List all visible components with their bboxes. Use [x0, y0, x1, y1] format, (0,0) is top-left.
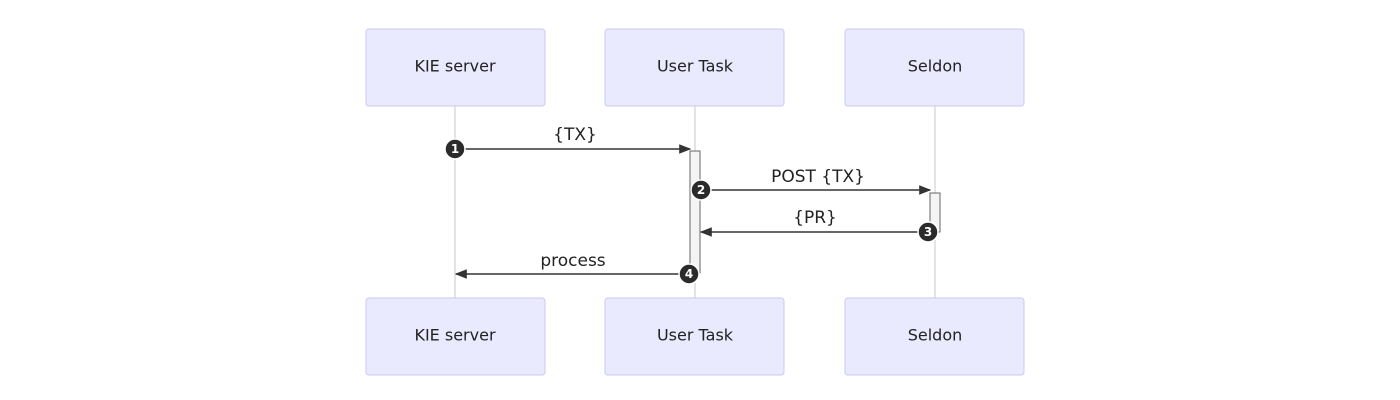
message-4: process 4: [454, 251, 700, 285]
sequence-number-badge: [444, 138, 466, 160]
sequence-number-badge: [917, 221, 939, 243]
sequence-number: 2: [697, 183, 705, 197]
activation-user-task: [689, 150, 701, 274]
actor-label: Seldon: [908, 326, 963, 345]
actor-label: Seldon: [908, 57, 963, 76]
actor-kie-server-bottom[interactable]: KIE server: [365, 297, 546, 376]
message-label: {TX}: [553, 125, 597, 145]
actor-label: KIE server: [414, 57, 495, 76]
actor-user-task-top[interactable]: User Task: [604, 28, 785, 107]
sequence-number-badge: [690, 179, 712, 201]
actor-kie-server-top[interactable]: KIE server: [365, 28, 546, 107]
message-2: POST {TX} 2: [690, 167, 932, 201]
sequence-number: 3: [924, 225, 932, 239]
message-3: {PR} 3: [699, 208, 939, 243]
message-label: POST {TX}: [771, 167, 865, 187]
message-1: {TX} 1: [444, 125, 692, 160]
actor-seldon-top[interactable]: Seldon: [844, 28, 1025, 107]
actor-user-task-bottom[interactable]: User Task: [604, 297, 785, 376]
sequence-number: 1: [451, 142, 459, 156]
message-label: {PR}: [793, 208, 837, 228]
sequence-number: 4: [685, 267, 693, 281]
actor-label: KIE server: [414, 326, 495, 345]
actor-label: User Task: [657, 326, 734, 345]
message-label: process: [540, 251, 605, 271]
actor-seldon-bottom[interactable]: Seldon: [844, 297, 1025, 376]
sequence-number-badge: [678, 263, 700, 285]
actor-label: User Task: [657, 57, 734, 76]
